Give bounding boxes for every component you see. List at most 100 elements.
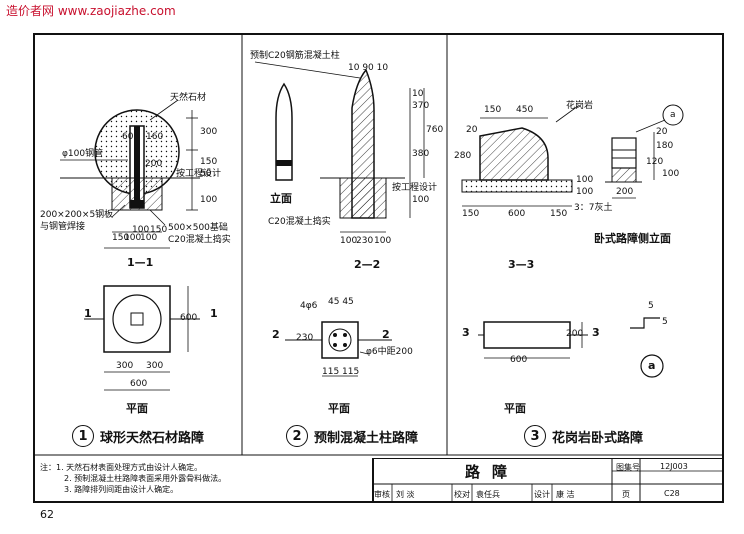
dim3-150: 150: [484, 105, 502, 115]
plan2-dim-115a: 115: [322, 367, 340, 377]
general-notes: 注：1. 天然石材表面处理方式由设计人确定。 2. 预制混凝土柱路障表面采用外露…: [40, 462, 226, 495]
plan3-dim-200: 200: [566, 329, 584, 339]
dim3-100b: 100: [576, 187, 594, 197]
dim-100-2: 100: [412, 195, 430, 205]
precast-post-plan: [285, 321, 392, 377]
dim-230: 230: [296, 333, 314, 343]
dim-bottom2-100a: 100: [124, 233, 142, 243]
sphere-bollard-plan: [84, 285, 200, 391]
dim-160: 160: [146, 132, 164, 142]
dim-45-45: 45 45: [328, 297, 354, 307]
review-label: 审核: [374, 490, 390, 499]
label-lime-soil: 3：7灰土: [574, 203, 613, 213]
precast-post-elevation: [275, 82, 293, 181]
dim3-bottom-600: 600: [508, 209, 526, 219]
dim-300: 300: [200, 127, 218, 137]
atlas-value: 12J003: [660, 462, 688, 471]
dim2-bottom-100a: 100: [340, 236, 358, 246]
side-dim-180: 180: [656, 141, 674, 151]
side-dim-120: 120: [646, 157, 664, 167]
plan2-dim-115b: 115: [342, 367, 360, 377]
design-name: 康 洁: [556, 490, 575, 499]
dim-bottom-150b: 150: [150, 225, 168, 235]
plan-mark-3-left: 3: [462, 326, 470, 339]
granite-section: [461, 105, 579, 207]
dim2-bottom-230: 230: [356, 236, 374, 246]
side-dim-200: 200: [616, 187, 634, 197]
detail-title-text-3: 花岗岩卧式路障: [552, 430, 644, 446]
dim-10: 10: [412, 89, 424, 99]
plan-mark-2-right: 2: [382, 328, 390, 341]
dim-200: 200: [145, 159, 163, 169]
note-1: 注：1. 天然石材表面处理方式由设计人确定。: [40, 463, 203, 472]
title-block: [372, 458, 724, 503]
dim3-bottom-150a: 150: [462, 209, 480, 219]
check-name: 袁任兵: [476, 490, 500, 499]
detail-title-text-1: 球形天然石材路障: [100, 430, 205, 446]
label-steel-plate: 200×200×5钢板: [40, 210, 114, 220]
detail-dim-5b: 5: [662, 317, 668, 327]
plan-label-1: 平面: [126, 402, 148, 415]
plan-label-3: 平面: [504, 402, 526, 415]
dim-380: 380: [412, 149, 430, 159]
dim-100: 100: [200, 195, 218, 205]
label-weld: 与钢管焊接: [40, 222, 86, 232]
atlas-label: 图集号: [616, 463, 640, 472]
dim3-20: 20: [466, 125, 478, 135]
dim2-bottom-100b: 100: [374, 236, 392, 246]
section-cut-2-2: 2—2: [354, 258, 381, 271]
dim-bottom2-100b: 100: [140, 233, 158, 243]
plan-dim-600-h: 600: [130, 379, 148, 389]
dim3-100a: 100: [576, 175, 594, 185]
plan-mark-3-right: 3: [592, 326, 600, 339]
detail-title-2: 2 预制混凝土柱路障: [286, 425, 418, 447]
label-c20-concrete: C20混凝土捣实: [168, 235, 231, 245]
drawing-frame: [33, 33, 724, 503]
detail-number-1: 1: [72, 425, 94, 447]
section-cut-3-3: 3—3: [508, 258, 535, 271]
label-foundation: 500×500基础: [168, 223, 228, 233]
note-3: 3. 路障排列间距由设计人确定。: [64, 485, 179, 494]
plan3-dim-600: 600: [510, 355, 528, 365]
dim-bottom-150a: 150: [112, 233, 130, 243]
detail-number-2: 2: [286, 425, 308, 447]
detail-number-3: 3: [524, 425, 546, 447]
granite-side-elevation: [605, 104, 684, 199]
label-per-design-1: 按工程设计: [176, 169, 222, 179]
label-natural-stone: 天然石材: [170, 93, 207, 103]
dim3-450: 450: [516, 105, 534, 115]
detail-title-3: 3 花岗岩卧式路障: [524, 425, 643, 447]
title-block-grid: [372, 458, 723, 503]
label-stirrup: φ6中距200: [366, 347, 413, 357]
plan-dim-300b: 300: [146, 361, 164, 371]
label-per-design-2: 按工程设计: [392, 183, 438, 193]
dim-760: 760: [426, 125, 444, 135]
side-dim-100: 100: [662, 169, 680, 179]
detail-title-text-2: 预制混凝土柱路障: [314, 430, 419, 446]
dim3-bottom-150b: 150: [550, 209, 568, 219]
page-value: C28: [664, 489, 680, 498]
sphere-bollard-section: [60, 99, 200, 249]
check-label: 校对: [454, 490, 470, 499]
dim3-280: 280: [454, 151, 472, 161]
plan-mark-1-right: 1: [210, 307, 218, 320]
dim-50: 50: [200, 169, 212, 179]
design-label: 设计: [534, 490, 550, 499]
side-elevation-caption: 卧式路障侧立面: [594, 232, 671, 245]
site-watermark: 造价者网 www.zaojiazhe.com: [6, 4, 176, 18]
granite-detail-a: [630, 317, 664, 378]
dim-370: 370: [412, 101, 430, 111]
detail-dim-5a: 5: [648, 301, 654, 311]
plan-dim-300a: 300: [116, 361, 134, 371]
precast-post-section: [254, 61, 425, 233]
plan-dim-600-v: 600: [180, 313, 198, 323]
dim-top-10-90-10: 10 90 10: [348, 63, 389, 73]
side-dim-20: 20: [656, 127, 668, 137]
plan-mark-1-left: 1: [84, 307, 92, 320]
dim-bottom-100: 100: [132, 225, 150, 235]
page-label: 页: [622, 490, 630, 499]
sheet-number: 62: [40, 508, 54, 521]
section-cut-1-1: 1—1: [127, 256, 154, 269]
label-elevation: 立面: [270, 192, 292, 205]
